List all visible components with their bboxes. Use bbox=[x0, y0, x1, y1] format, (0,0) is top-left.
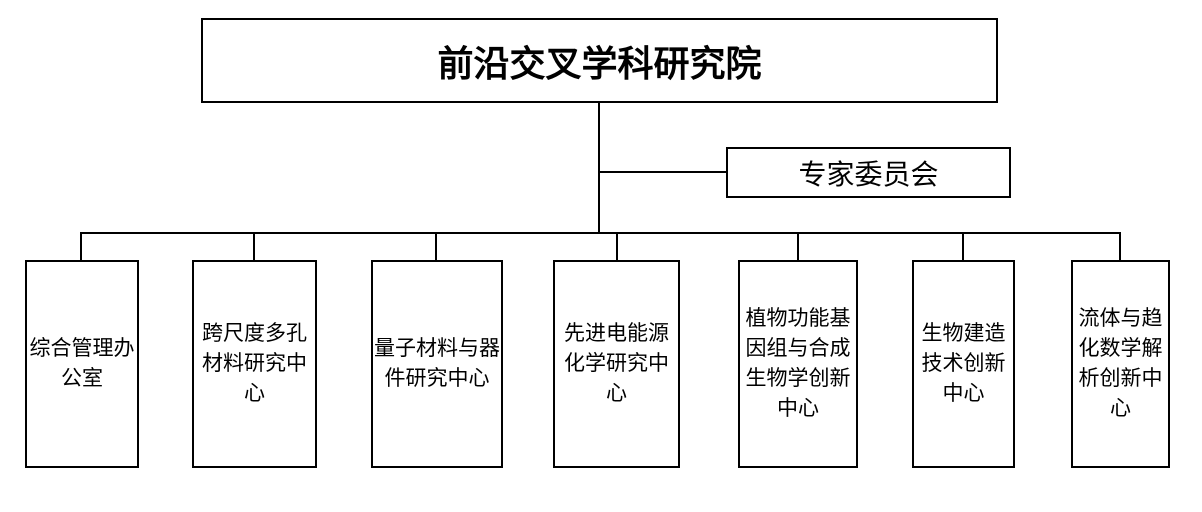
connector-committee-branch-line bbox=[599, 171, 726, 173]
dept-box-fluid-chemotaxis-mathematical-analysis: 流体与趋 化数学解 析创新中 心 bbox=[1071, 260, 1170, 468]
connector-trunk-line bbox=[598, 103, 600, 233]
connector-rail-line bbox=[80, 232, 1121, 234]
dept-label: 植物功能基 因组与合成 生物学创新 中心 bbox=[745, 307, 851, 420]
dept-label: 量子材料与器 件研究中心 bbox=[374, 337, 500, 390]
connector-stub-6 bbox=[962, 233, 964, 261]
connector-stub-7 bbox=[1119, 233, 1121, 261]
connector-stub-1 bbox=[80, 233, 82, 261]
connector-stub-5 bbox=[797, 233, 799, 261]
dept-label: 流体与趋 化数学解 析创新中 心 bbox=[1078, 307, 1163, 420]
dept-label: 跨尺度多孔 材料研究中 心 bbox=[202, 322, 307, 405]
connector-stub-4 bbox=[616, 233, 618, 261]
dept-label: 生物建造 技术创新 中心 bbox=[921, 322, 1006, 405]
dept-box-quantum-materials-devices: 量子材料与器 件研究中心 bbox=[371, 260, 503, 468]
dept-box-general-management-office: 综合管理办 公室 bbox=[25, 260, 139, 468]
dept-box-advanced-electrochemical-energy: 先进电能源 化学研究中 心 bbox=[553, 260, 680, 468]
dept-box-plant-functional-genomics-synthetic-biology: 植物功能基 因组与合成 生物学创新 中心 bbox=[738, 260, 858, 468]
dept-box-biofabrication-technology: 生物建造 技术创新 中心 bbox=[912, 260, 1015, 468]
org-root-label: 前沿交叉学科研究院 bbox=[437, 42, 762, 84]
dept-label: 综合管理办 公室 bbox=[29, 337, 135, 390]
committee-label: 专家委员会 bbox=[798, 158, 939, 190]
dept-label: 先进电能源 化学研究中 心 bbox=[564, 322, 669, 405]
dept-box-multiscale-porous-materials: 跨尺度多孔 材料研究中 心 bbox=[192, 260, 317, 468]
connector-stub-2 bbox=[253, 233, 255, 261]
committee-box: 专家委员会 bbox=[726, 147, 1011, 198]
org-root-box: 前沿交叉学科研究院 bbox=[201, 18, 998, 103]
connector-stub-3 bbox=[435, 233, 437, 261]
